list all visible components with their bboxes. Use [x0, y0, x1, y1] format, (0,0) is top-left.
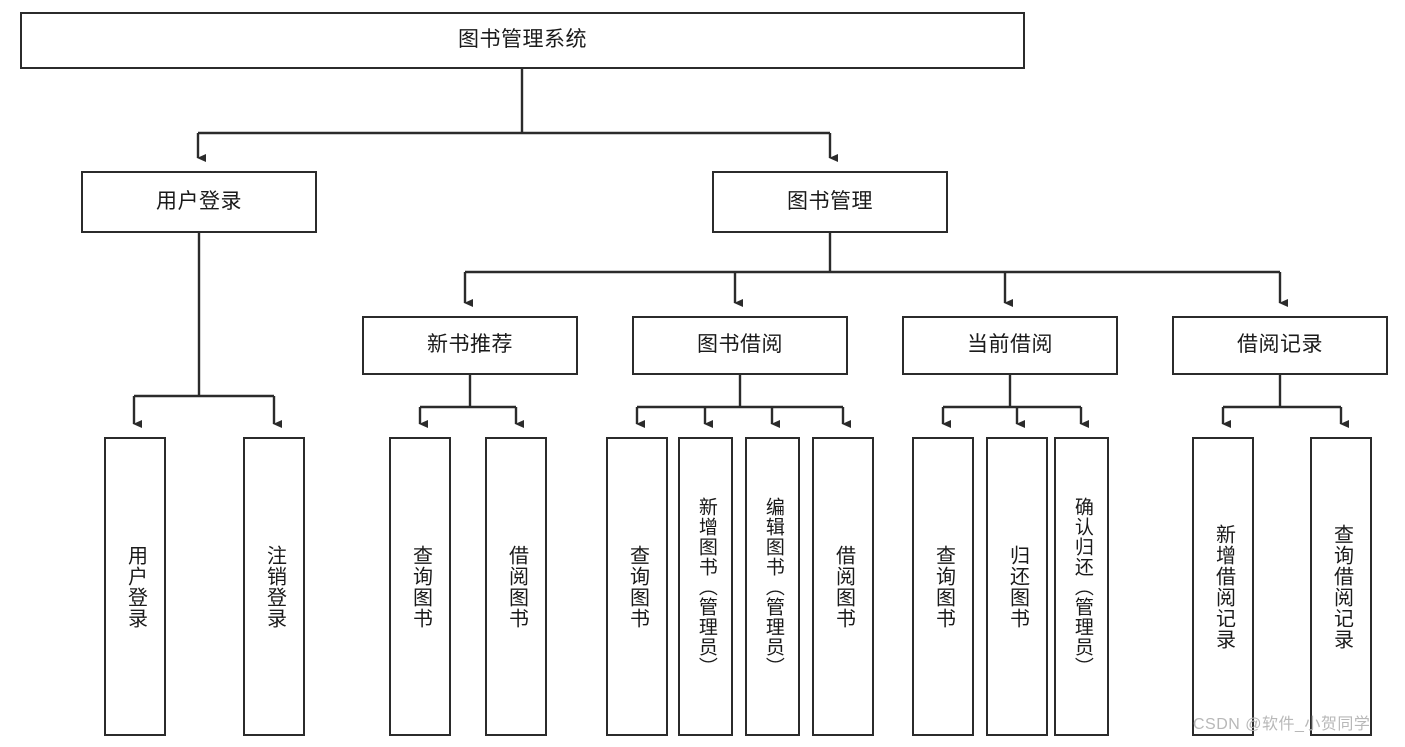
node-root-system[interactable]: 图书管理系统: [20, 12, 1025, 69]
node-label: 确认归还（管理员）: [1071, 496, 1093, 677]
leaf-borrow-book-borrow[interactable]: 借阅图书: [812, 437, 874, 736]
node-book-manage[interactable]: 图书管理: [712, 171, 948, 233]
leaf-query-book-recommend[interactable]: 查询图书: [389, 437, 451, 736]
leaf-user-login[interactable]: 用户登录: [104, 437, 166, 736]
node-label: 用户登录: [156, 189, 242, 213]
csdn-watermark: CSDN @软件_小贺同学: [1193, 716, 1371, 733]
node-label: 图书管理: [787, 189, 873, 213]
node-borrow-records[interactable]: 借阅记录: [1172, 316, 1388, 375]
node-label: 查询图书: [409, 544, 432, 629]
node-label: 当前借阅: [967, 333, 1053, 357]
leaf-add-book-admin[interactable]: 新增图书（管理员）: [678, 437, 733, 736]
node-label: 借阅图书: [832, 544, 855, 629]
node-label: 图书借阅: [697, 333, 783, 357]
node-new-book-recommend[interactable]: 新书推荐: [362, 316, 578, 375]
node-current-borrow[interactable]: 当前借阅: [902, 316, 1118, 375]
leaf-return-book[interactable]: 归还图书: [986, 437, 1048, 736]
node-label: 借阅记录: [1237, 333, 1323, 357]
node-label: 新书推荐: [427, 333, 513, 357]
node-label: 归还图书: [1006, 544, 1029, 629]
leaf-query-book-current[interactable]: 查询图书: [912, 437, 974, 736]
node-label: 查询借阅记录: [1330, 523, 1353, 650]
leaf-borrow-book-recommend[interactable]: 借阅图书: [485, 437, 547, 736]
node-label: 新增借阅记录: [1212, 523, 1235, 650]
leaf-add-borrow-record[interactable]: 新增借阅记录: [1192, 437, 1254, 736]
leaf-edit-book-admin[interactable]: 编辑图书（管理员）: [745, 437, 800, 736]
node-label: 新增图书（管理员）: [695, 496, 717, 677]
node-label: 查询图书: [626, 544, 649, 629]
leaf-query-book-borrow[interactable]: 查询图书: [606, 437, 668, 736]
leaf-logout[interactable]: 注销登录: [243, 437, 305, 736]
node-label: 查询图书: [932, 544, 955, 629]
node-label: 编辑图书（管理员）: [762, 496, 784, 677]
node-label: 注销登录: [263, 544, 286, 629]
leaf-confirm-return-admin[interactable]: 确认归还（管理员）: [1054, 437, 1109, 736]
node-label: 用户登录: [124, 544, 147, 629]
leaf-query-borrow-record[interactable]: 查询借阅记录: [1310, 437, 1372, 736]
node-user-login[interactable]: 用户登录: [81, 171, 317, 233]
node-book-borrow[interactable]: 图书借阅: [632, 316, 848, 375]
node-label: 借阅图书: [505, 544, 528, 629]
node-label: 图书管理系统: [458, 28, 587, 52]
